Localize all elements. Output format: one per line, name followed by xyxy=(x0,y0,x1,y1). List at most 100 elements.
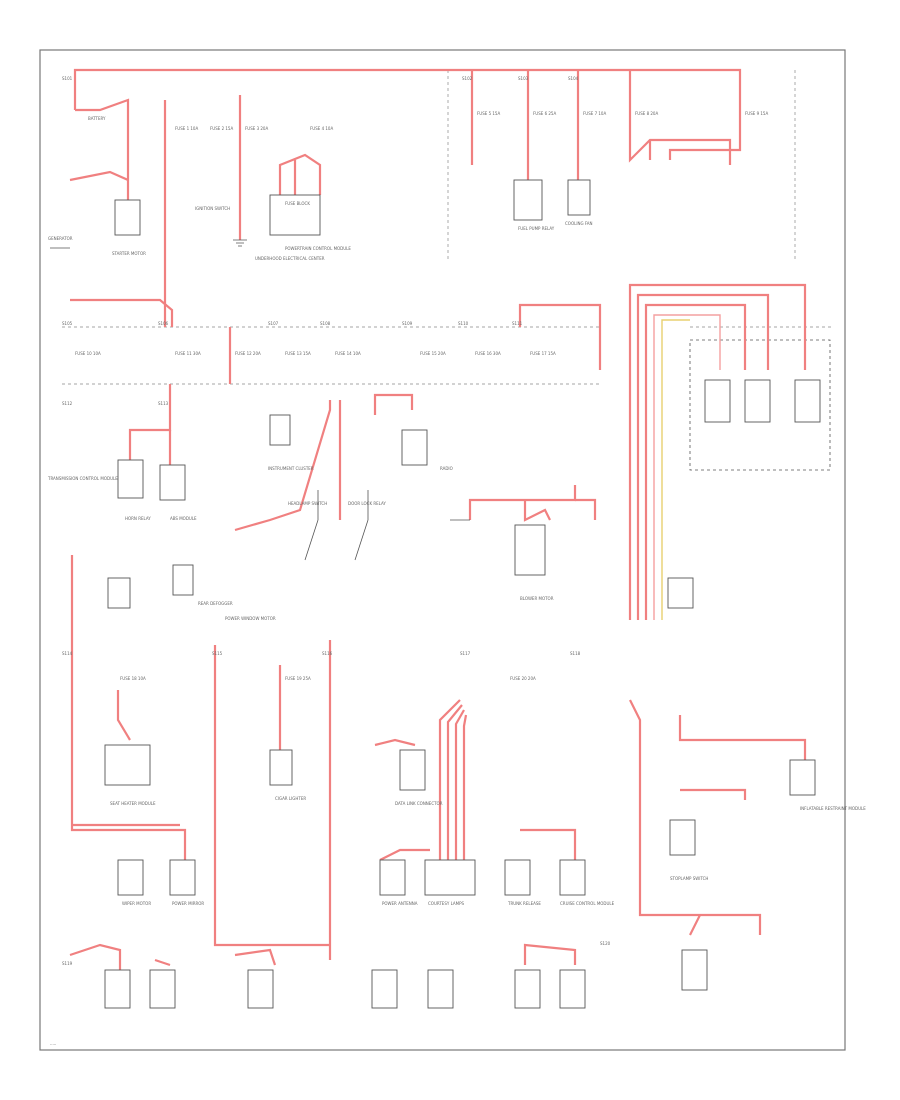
fuse-box-small xyxy=(172,564,194,596)
right-relay-box xyxy=(667,577,694,609)
component-label-ignition-switch: IGNITION SWITCH xyxy=(195,206,230,211)
lower-left-feed xyxy=(116,690,131,741)
component-label-battery: BATTERY xyxy=(88,116,106,121)
bottom-box-6 xyxy=(559,859,586,896)
fuse-label: FUSE 15 20A xyxy=(420,351,446,356)
component-label-wiper-motor: WIPER MOTOR xyxy=(122,901,151,906)
component-label-horn-relay: HORN RELAY xyxy=(125,516,151,521)
lower-mid-bundle-2 xyxy=(446,704,463,860)
bus-feed-right xyxy=(518,303,602,370)
horn-relay-box xyxy=(107,577,131,609)
lower-left-feed-3 xyxy=(154,958,171,967)
component-label-fuse-block: FUSE BLOCK xyxy=(285,201,310,206)
splice-label: S101 xyxy=(62,76,73,81)
fuse-feed-b xyxy=(278,153,322,195)
bus-to-transmission xyxy=(128,384,172,460)
component-label-cooling-fan: COOLING FAN xyxy=(565,221,593,226)
splice-label: S102 xyxy=(462,76,473,81)
battery-main-feed xyxy=(73,68,742,110)
component-label-courtesy: COURTESY LAMPS xyxy=(428,901,465,906)
battery-to-generator xyxy=(69,170,129,182)
switch-right xyxy=(354,490,369,561)
right-feed-1 xyxy=(628,283,807,620)
diagram-frame xyxy=(39,49,846,1051)
right-feed-2 xyxy=(636,293,770,620)
splice-label: S119 xyxy=(62,961,73,966)
splice-label: S110 xyxy=(458,321,469,326)
abs-box xyxy=(514,524,546,576)
component-label-instrument-cluster: INSTRUMENT CLUSTER xyxy=(268,466,314,471)
fuse-label: FUSE 18 10A xyxy=(120,676,146,681)
right-feed-yellow xyxy=(661,319,690,620)
component-label-blower-motor: BLOWER MOTOR xyxy=(520,596,554,601)
component-label-rear-defog: REAR DEFOGGER xyxy=(198,601,233,606)
lower-mid-feed xyxy=(374,738,416,747)
bottom-box-3 xyxy=(379,859,406,896)
right-feed-3 xyxy=(644,303,747,620)
lower-mid-bundle-3 xyxy=(454,709,465,860)
fuse-label: FUSE 3 20A xyxy=(245,126,268,131)
lower-mid-bundle-1 xyxy=(438,699,461,860)
switch-left xyxy=(304,490,319,561)
bus-feed-left xyxy=(70,298,174,327)
lower-box-2 xyxy=(269,749,293,786)
fuse-label: FUSE 4 10A xyxy=(310,126,333,131)
component-label-generator: GENERATOR xyxy=(48,236,73,241)
splice-label: S106 xyxy=(158,321,169,326)
fuse-label: FUSE 16 30A xyxy=(475,351,501,356)
lower-left-trunk xyxy=(70,555,187,860)
component-label-power-window: POWER WINDOW MOTOR xyxy=(225,616,276,621)
lower-mid-bundle-4 xyxy=(462,714,468,860)
lower-center-feed-4 xyxy=(234,948,277,966)
component-label-data-link: DATA LINK CONNECTOR xyxy=(395,801,443,806)
far-right-feed xyxy=(678,715,807,760)
fuel-pump-box xyxy=(513,179,543,221)
fuse-label: FUSE 10 10A xyxy=(75,351,101,356)
relay-box-2 xyxy=(401,429,428,466)
component-label-underhood-junction: UNDERHOOD ELECTRICAL CENTER xyxy=(255,256,325,261)
right-module-1 xyxy=(704,379,731,423)
right-module-2 xyxy=(744,379,771,423)
splice-label: S108 xyxy=(320,321,331,326)
component-label-mirror: POWER MIRROR xyxy=(172,901,204,906)
branch-relay xyxy=(373,393,414,415)
splice-label: S115 xyxy=(212,651,223,656)
fuse-label: FUSE 17 15A xyxy=(530,351,556,356)
base-box-4 xyxy=(371,969,398,1009)
branch-instrument-3 xyxy=(575,498,597,520)
splice-label: S105 xyxy=(62,321,73,326)
cooling-fan-box xyxy=(567,179,591,216)
component-label-brake-switch: STOPLAMP SWITCH xyxy=(670,876,708,881)
lower-box-5 xyxy=(669,819,696,856)
fuse-label: FUSE 11 30A xyxy=(175,351,201,356)
component-label-door-lock: DOOR LOCK RELAY xyxy=(348,501,386,506)
battery-to-starter xyxy=(75,98,130,200)
splice-label: S116 xyxy=(322,651,333,656)
fuse-label: FUSE 13 15A xyxy=(285,351,311,356)
base-box-3 xyxy=(247,969,274,1009)
lower-box-4 xyxy=(789,759,816,796)
component-label-antenna: POWER ANTENNA xyxy=(382,901,418,906)
lower-right-feed xyxy=(520,828,577,860)
fuse-label: FUSE 5 15A xyxy=(477,111,500,116)
splice-label: S111 xyxy=(512,321,523,326)
component-label-cruise: CRUISE CONTROL MODULE xyxy=(560,901,615,906)
lower-box-1 xyxy=(104,744,151,786)
ground-symbol-1 xyxy=(233,239,247,247)
base-box-6 xyxy=(514,969,541,1009)
base-box-2 xyxy=(149,969,176,1009)
component-label-trans-control: TRANSMISSION CONTROL MODULE xyxy=(47,476,118,481)
fuse-label: FUSE 12 20A xyxy=(235,351,261,356)
fuse-label: FUSE 19 25A xyxy=(285,676,311,681)
bottom-box-2 xyxy=(169,859,196,896)
bottom-box-1 xyxy=(117,859,144,896)
bottom-box-4 xyxy=(424,859,476,896)
splice-label: S120 xyxy=(600,941,611,946)
fuse-label: FUSE 9 15A xyxy=(745,111,768,116)
splice-label: S109 xyxy=(402,321,413,326)
base-box-8 xyxy=(681,949,708,991)
fuse-label: FUSE 14 10A xyxy=(335,351,361,356)
pcm-box xyxy=(269,194,321,236)
component-label-radio: RADIO xyxy=(440,466,453,471)
